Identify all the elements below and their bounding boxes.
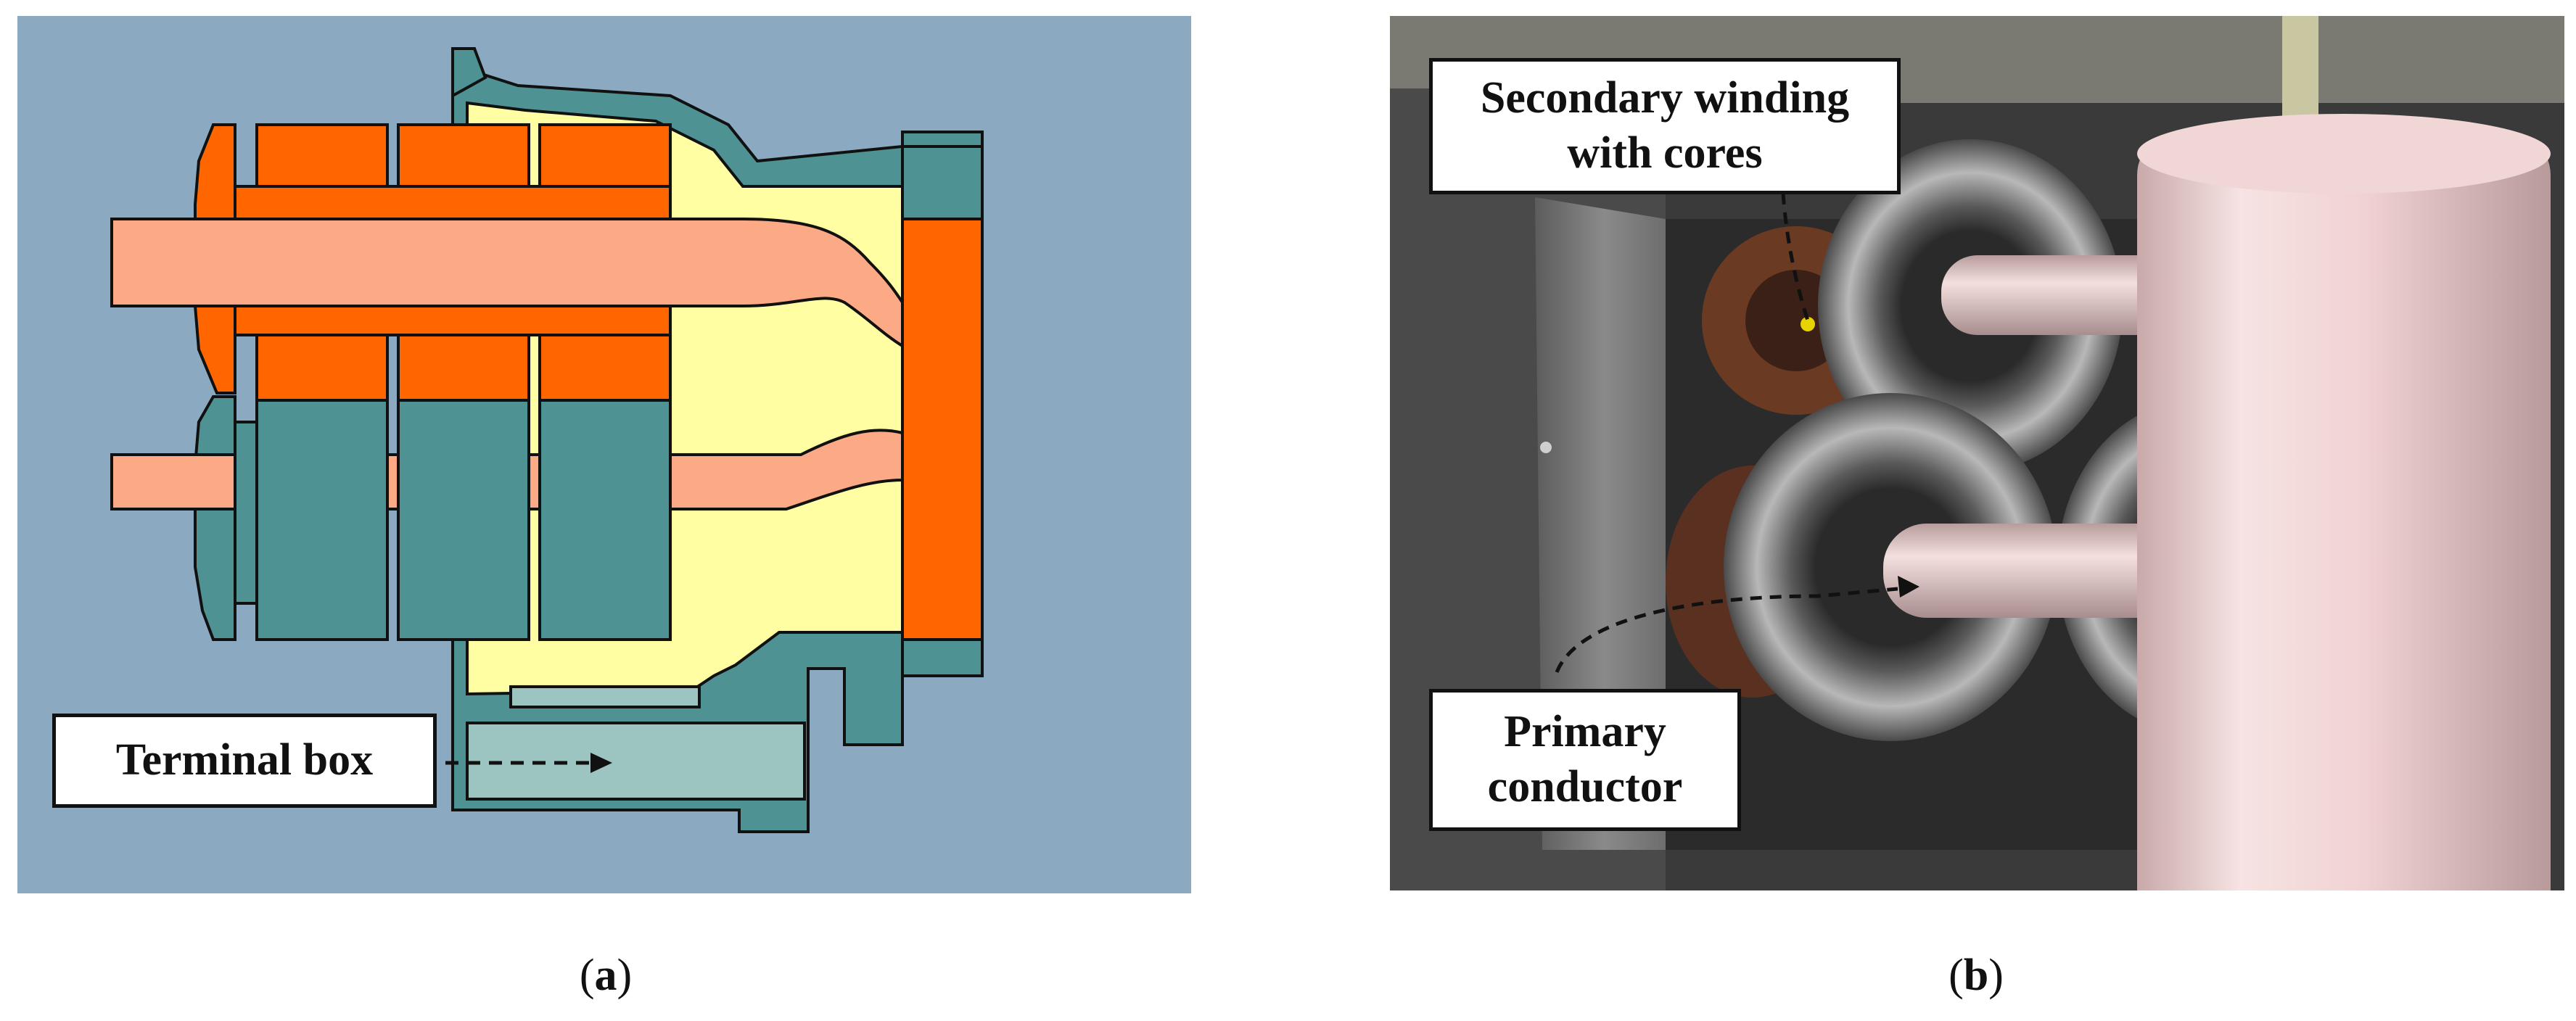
primary-conductor-label-line2: conductor [1487, 762, 1683, 811]
caption-b-letter: b [1963, 951, 1989, 1000]
primary-conductor-label: Primary conductor [1429, 689, 1741, 831]
panel-a-diagram: Terminal box [17, 16, 1191, 893]
upper-winding-block [397, 123, 530, 188]
terminal-box-lid [509, 685, 701, 708]
upper-winding-block [538, 334, 672, 402]
upper-winding-block [255, 123, 389, 188]
column-top [2137, 114, 2551, 194]
caption-a-open: ( [579, 951, 595, 1000]
lower-bushing [194, 395, 236, 641]
primary-conductor-column [2137, 125, 2551, 890]
bus-clamp-top [901, 145, 984, 220]
upper-conductor [110, 218, 904, 349]
caption-b-close: ) [1988, 951, 2004, 1000]
terminal-box-arrowhead [590, 753, 612, 773]
terminal-box-label-text: Terminal box [115, 735, 374, 785]
bus-clamp-bottom [901, 638, 984, 677]
panel-a-caption: (a) [533, 950, 678, 1001]
caption-a-close: ) [617, 951, 633, 1000]
door-bolt [1540, 442, 1552, 453]
primary-bus-bar [901, 218, 984, 641]
primary-conductor-arrowhead [1898, 576, 1919, 598]
terminal-box-label: Terminal box [52, 714, 437, 808]
lower-core-blocks [234, 399, 672, 641]
lower-core-block [397, 399, 530, 641]
primary-conductor-label-line1: Primary [1504, 707, 1666, 757]
panel-b-caption: (b) [1904, 950, 2049, 1001]
secondary-winding-label-line1: Secondary winding [1480, 73, 1850, 123]
insulator-rod [2282, 16, 2318, 125]
upper-winding-block [397, 334, 530, 402]
panel-b-photo: Secondary winding with cores Primary con… [1390, 16, 2564, 890]
primary-conductor-leader [1555, 587, 1898, 673]
winding-marker-dot [1801, 317, 1815, 331]
enclosure-door [1535, 197, 1673, 850]
caption-b-open: ( [1949, 951, 1964, 1000]
secondary-winding-label: Secondary winding with cores [1429, 58, 1901, 194]
secondary-winding-label-line2: with cores [1567, 128, 1763, 178]
upper-winding-band [234, 305, 672, 336]
housing-flange [451, 47, 487, 99]
upper-winding-block [255, 334, 389, 402]
upper-winding-blocks [234, 123, 672, 402]
caption-a-letter: a [594, 951, 617, 1000]
upper-winding-band [234, 185, 672, 220]
lower-core-block [255, 399, 389, 641]
lower-core-block [538, 399, 672, 641]
upper-winding-block [538, 123, 672, 188]
lower-core-spacer [234, 421, 258, 605]
